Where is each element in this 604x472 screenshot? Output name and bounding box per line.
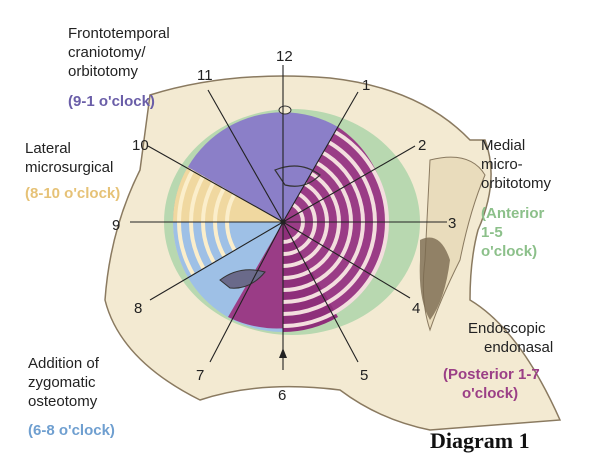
lateral-range: (8-10 o'clock): [25, 185, 120, 202]
lateral-line-1: Lateral: [25, 140, 71, 157]
clock-7: 7: [196, 367, 204, 384]
endoscopic-range-1: (Posterior 1-7: [443, 366, 540, 383]
zygomatic-line-3: osteotomy: [28, 393, 98, 410]
zygomatic-line-2: zygomatic: [28, 374, 96, 391]
clock-1: 1: [362, 77, 370, 94]
clock-3: 3: [448, 215, 456, 232]
medial-line-3: orbitotomy: [481, 175, 552, 192]
medial-range-1: (Anterior: [481, 205, 544, 222]
endoscopic-line-1: Endoscopic: [468, 320, 546, 337]
medial-line-2: micro-: [481, 156, 523, 173]
endoscopic-line-2: endonasal: [484, 339, 553, 356]
label-zygomatic: Addition of zygomatic osteotomy (6-8 o'c…: [28, 355, 115, 439]
top-marker: [279, 106, 291, 114]
clock-2: 2: [418, 137, 426, 154]
label-frontotemporal: Frontotemporal craniotomy/ orbitotomy (9…: [68, 25, 170, 110]
endoscopic-range-2: o'clock): [462, 385, 518, 402]
lateral-line-2: microsurgical: [25, 159, 113, 176]
label-lateral: Lateral microsurgical (8-10 o'clock): [25, 140, 120, 202]
clock-5: 5: [360, 367, 368, 384]
frontotemporal-line-1: Frontotemporal: [68, 25, 170, 42]
clock-6: 6: [278, 387, 286, 404]
label-medial: Medial micro- orbitotomy (Anterior 1-5 o…: [481, 137, 552, 260]
clock-center: [281, 220, 286, 225]
medial-line-1: Medial: [481, 137, 525, 154]
clock-10: 10: [132, 137, 149, 154]
clock-12: 12: [276, 48, 293, 65]
clock-4: 4: [412, 300, 420, 317]
medial-range-3: o'clock): [481, 243, 537, 260]
zygomatic-line-1: Addition of: [28, 355, 100, 372]
clock-11: 11: [197, 67, 213, 84]
frontotemporal-line-3: orbitotomy: [68, 63, 139, 80]
medial-range-2: 1-5: [481, 224, 503, 241]
frontotemporal-line-2: craniotomy/: [68, 44, 146, 61]
diagram-caption: Diagram 1: [430, 428, 530, 453]
frontotemporal-range: (9-1 o'clock): [68, 93, 155, 110]
zygomatic-range: (6-8 o'clock): [28, 422, 115, 439]
clock-9: 9: [112, 217, 120, 234]
clock-8: 8: [134, 300, 142, 317]
